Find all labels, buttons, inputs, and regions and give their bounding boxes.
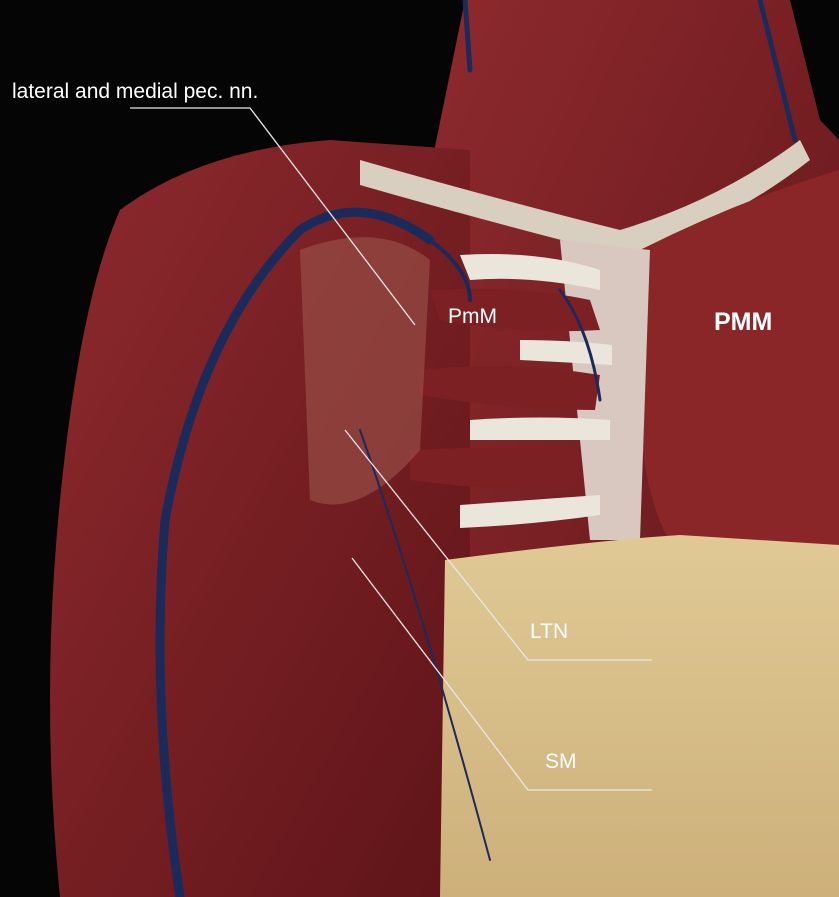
leader-lines [130,107,652,791]
ribs [460,254,612,528]
intercostal-muscles [410,288,600,491]
label-pmm-minor: PmM [448,305,497,328]
skin-overlay [440,535,839,897]
label-pec-nerves: lateral and medial pec. nn. [12,80,259,103]
veins [155,0,798,897]
pectoralis-major [640,170,839,560]
pec-nerves-leader [130,107,416,326]
label-ltn: LTN [530,620,569,643]
axilla [300,237,430,505]
label-pmm-major: PMM [714,308,773,336]
label-sm: SM [545,750,577,773]
ltn-leader [344,429,652,661]
sm-leader [351,557,652,791]
